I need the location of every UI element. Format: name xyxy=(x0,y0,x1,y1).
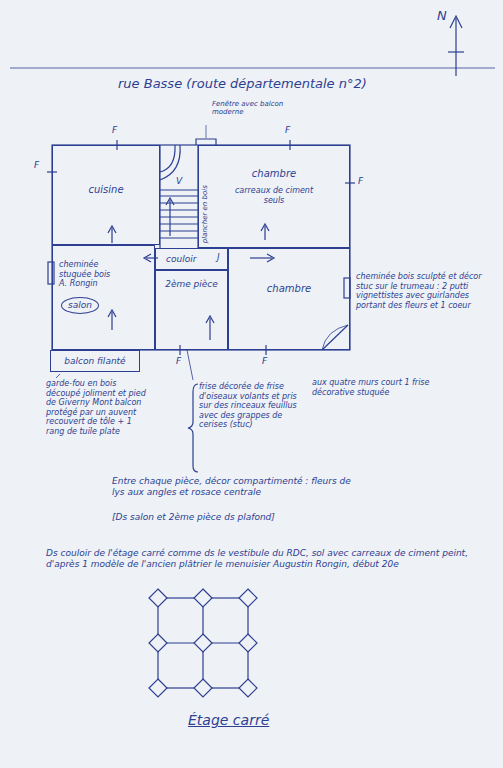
room-arrows xyxy=(108,310,116,317)
tile-pattern xyxy=(149,589,257,697)
tile-pattern xyxy=(149,634,167,652)
room-arrows xyxy=(209,318,210,340)
fireplace-symbol xyxy=(48,262,54,284)
north-arrow xyxy=(450,16,462,28)
staircase xyxy=(160,145,180,180)
window-marks xyxy=(265,345,266,355)
room-box: chambre xyxy=(228,248,350,350)
tile-pattern xyxy=(239,589,257,607)
tile-pattern xyxy=(194,679,212,697)
annotation: Fenêtre avec balcon moderne xyxy=(212,100,312,117)
annotation: plancher en bois xyxy=(201,184,209,244)
staircase xyxy=(166,198,174,205)
room-arrows xyxy=(111,312,112,330)
room-name-circled: salon xyxy=(61,297,99,314)
plan-mark: F xyxy=(112,125,117,136)
room-arrows xyxy=(108,226,116,233)
staircase xyxy=(160,145,175,172)
room-arrows xyxy=(261,224,269,231)
tile-pattern xyxy=(158,598,248,688)
tile-pattern xyxy=(239,634,257,652)
annotation: rue Basse (route départementale n°2) xyxy=(118,76,388,92)
window-marks xyxy=(179,345,180,355)
room-arrows xyxy=(144,254,151,262)
leader-line xyxy=(56,374,60,378)
annotation: garde-fou en bois découpé joliment et pi… xyxy=(46,379,150,437)
room-arrows xyxy=(146,257,158,258)
north-arrow xyxy=(448,51,464,52)
room-box: 2ème pièce xyxy=(155,270,228,350)
window-marks xyxy=(345,182,355,183)
staircase xyxy=(160,195,198,196)
building-outline xyxy=(52,145,350,350)
leader-line xyxy=(56,374,60,378)
bracket xyxy=(187,350,193,380)
building-outline xyxy=(52,145,350,350)
room-name: cheminée stuquée bois A. Rongin xyxy=(59,260,117,289)
tile-pattern xyxy=(149,679,167,697)
plan-mark: J xyxy=(217,252,220,263)
room-arrows xyxy=(267,254,274,262)
room-name: cuisine xyxy=(88,184,123,196)
staircase xyxy=(160,209,198,210)
plan-mark: V xyxy=(176,176,182,187)
annotation: [Ds salon et 2ème pièce ds plafond] xyxy=(112,512,352,523)
staircase xyxy=(160,230,198,231)
tile-pattern xyxy=(194,589,212,607)
paper-rule xyxy=(10,68,495,69)
staircase xyxy=(160,145,198,248)
tile-pattern xyxy=(194,634,212,652)
room-arrows xyxy=(206,316,214,323)
room-box: chambre carreaux de ciment seuls xyxy=(198,145,350,248)
plan-mark: F xyxy=(262,356,267,367)
north-arrow xyxy=(448,16,464,76)
window-marks xyxy=(47,140,355,355)
plan-mark: F xyxy=(285,125,290,136)
north-arrow xyxy=(455,18,456,76)
north-mark: N xyxy=(437,8,447,24)
room-box: cheminée stuquée bois A. Rongin salon xyxy=(52,245,155,350)
room-name: couloir xyxy=(166,254,196,265)
bracket xyxy=(187,350,198,472)
room-name: 2ème pièce xyxy=(165,279,218,290)
room-note: carreaux de ciment seuls xyxy=(234,186,314,205)
plan-mark: F xyxy=(358,176,363,187)
staircase xyxy=(160,223,198,224)
tile-pattern xyxy=(239,679,257,697)
room-box: cuisine xyxy=(52,145,160,245)
tile-pattern xyxy=(149,589,167,607)
bracket xyxy=(188,384,198,472)
door-swing xyxy=(322,325,348,350)
door-swing xyxy=(322,325,348,350)
room-name: balcon filanté xyxy=(64,356,125,367)
door-swing xyxy=(322,325,348,350)
staircase xyxy=(169,200,170,236)
annotation: Ds couloir de l'étage carré comme ds le … xyxy=(46,548,476,570)
annotation: Entre chaque pièce, décor compartimenté … xyxy=(112,476,352,498)
staircase xyxy=(160,237,198,238)
plan-title: Étage carré xyxy=(188,712,269,729)
plan-mark: F xyxy=(34,160,39,171)
staircase xyxy=(160,202,198,203)
paper-rule xyxy=(10,67,495,68)
window-balcony xyxy=(206,125,207,138)
staircase xyxy=(160,216,198,217)
balcony-box: balcon filanté xyxy=(50,350,140,372)
staircase xyxy=(160,189,198,190)
room-name: chambre xyxy=(252,168,296,180)
annotation: frise décorée de frise d'oiseaux volants… xyxy=(199,382,303,430)
annotation: aux quatre murs court 1 frise décorative… xyxy=(312,378,442,397)
room-arrows xyxy=(264,226,265,240)
window-balcony xyxy=(196,125,216,145)
room-arrows xyxy=(250,257,272,258)
plan-mark: F xyxy=(176,356,181,367)
room-arrows xyxy=(111,228,112,243)
room-arrows xyxy=(108,224,274,340)
tile-pattern xyxy=(149,589,257,697)
annotation: cheminée bois sculpté et décor stuc sur … xyxy=(356,272,496,310)
room-name: chambre xyxy=(267,283,311,295)
